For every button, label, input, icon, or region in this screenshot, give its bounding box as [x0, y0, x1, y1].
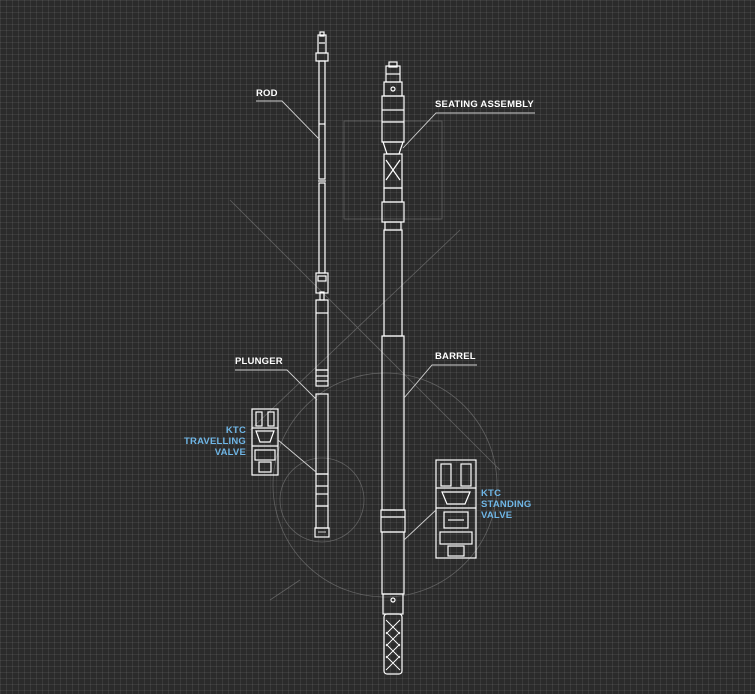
barrel-assembly [380, 221, 406, 615]
standing-valve-detail [435, 459, 477, 559]
leader-lines [235, 100, 535, 541]
seating-assembly-label: SEATING ASSEMBLY [435, 99, 534, 110]
travelling-valve-leader [277, 439, 317, 473]
rod-leader [256, 100, 321, 141]
travelling-valve-label-line2: TRAVELLING [184, 436, 246, 447]
barrel-leader [403, 364, 477, 399]
barrel-label: BARREL [435, 351, 476, 362]
seating-assembly-leader [402, 112, 535, 149]
plunger-leader [235, 369, 318, 401]
seating-assembly [381, 61, 405, 223]
rod-assembly [315, 31, 329, 274]
standing-valve-label-line2: STANDING [481, 499, 532, 510]
travelling-valve-label-line3: VALVE [214, 447, 246, 458]
travelling-valve-label: KTC TRAVELLING VALVE [170, 425, 246, 458]
rod-label: ROD [256, 88, 278, 99]
travelling-valve-detail [251, 408, 279, 476]
standing-valve-label-line3: VALVE [481, 510, 513, 521]
standing-valve-label: KTC STANDING VALVE [481, 488, 532, 521]
travelling-valve-label-line1: KTC [225, 425, 246, 436]
strainer-mesh [383, 613, 403, 675]
plunger-label: PLUNGER [235, 356, 283, 367]
plunger-assembly [314, 272, 330, 538]
standing-valve-leader [403, 509, 437, 541]
standing-valve-label-line1: KTC [481, 488, 502, 499]
construction-guides [229, 120, 501, 601]
